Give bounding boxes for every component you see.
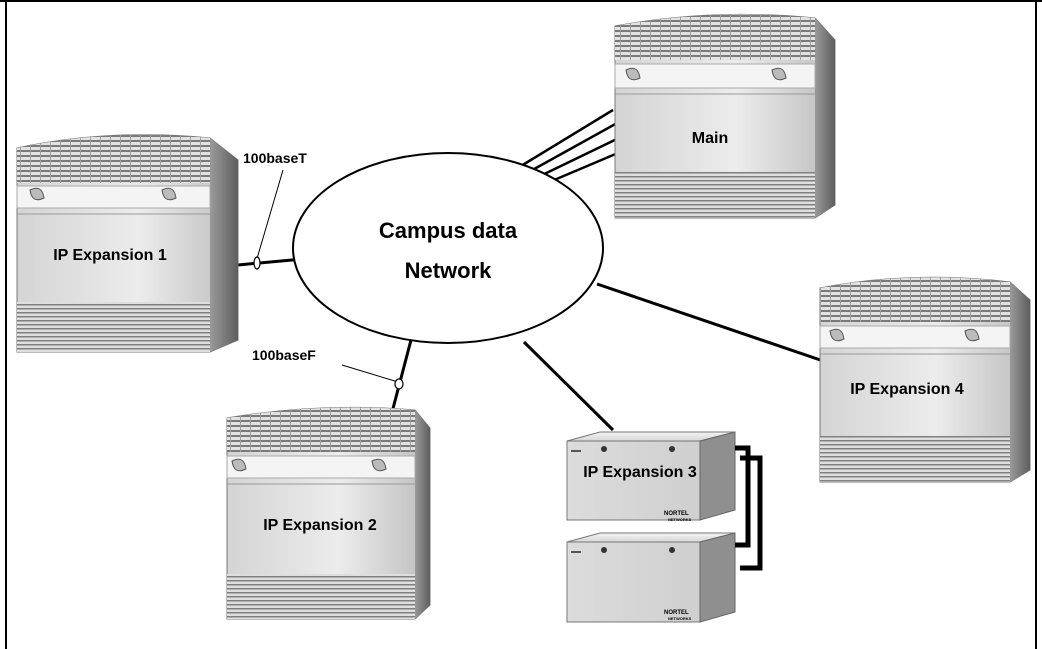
campus-network-cloud	[292, 152, 604, 344]
cabinet-label-exp1: IP Expansion 1	[53, 247, 167, 264]
cabinet-label-exp2: IP Expansion 2	[263, 517, 377, 534]
cabinet-ip-expansion-4	[819, 276, 1031, 483]
marker-100baseT	[253, 256, 261, 270]
brand-upper-line1: NORTEL	[664, 511, 689, 517]
brand-upper-line2: NETWORKS	[668, 517, 692, 522]
expansion-3-interconnect-cable	[735, 445, 763, 571]
network-label-line2: Network	[405, 258, 493, 283]
cabinet-ip-expansion-2	[226, 406, 431, 620]
leader-100baseT	[255, 169, 284, 263]
marker-100baseF	[394, 378, 404, 390]
cabinet-ip-expansion-1	[16, 134, 239, 353]
link-exp1	[237, 257, 304, 267]
link-exp3	[522, 340, 615, 432]
cabinet-label-exp4: IP Expansion 4	[850, 381, 964, 398]
cabinet-label-exp3: IP Expansion 3	[583, 464, 697, 481]
chassis-ip-expansion-3-upper: NORTEL NETWORKS	[566, 431, 736, 522]
cabinet-label-main: Main	[692, 130, 728, 147]
leader-100baseF	[341, 364, 399, 383]
label-100baseT: 100baseT	[243, 150, 307, 166]
label-100baseF: 100baseF	[252, 347, 316, 363]
brand-lower-line1: NORTEL	[664, 610, 689, 616]
cabinet-main	[614, 13, 836, 219]
link-exp4	[596, 282, 839, 368]
brand-lower-line2: NETWORKS	[668, 616, 692, 621]
network-label-line1: Campus data	[379, 218, 518, 243]
chassis-ip-expansion-3-lower: NORTEL NETWORKS	[566, 532, 736, 623]
